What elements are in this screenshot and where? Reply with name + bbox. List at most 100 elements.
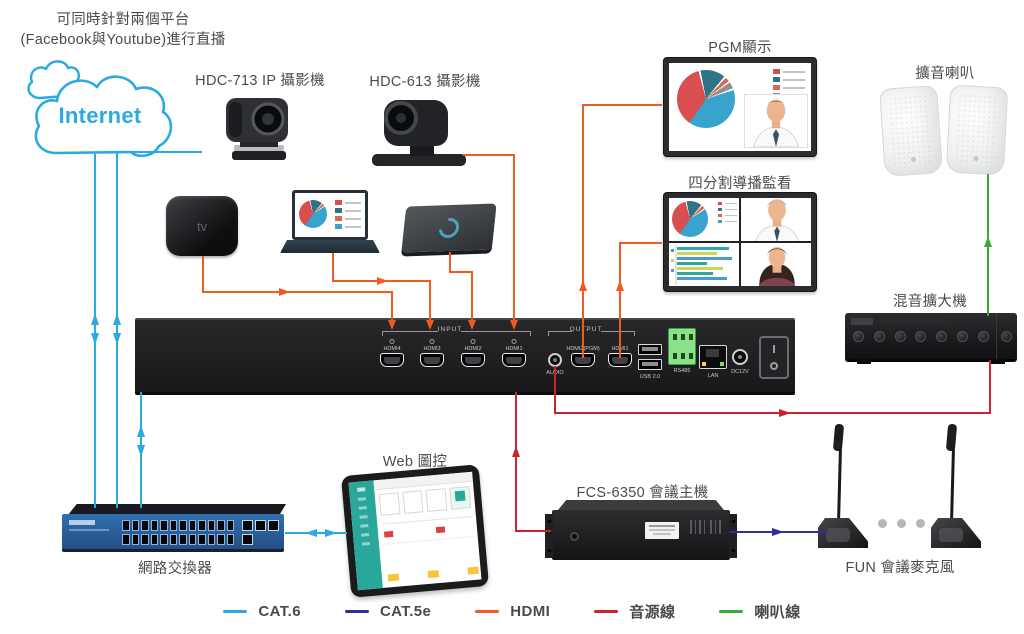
pgm-display — [663, 57, 817, 157]
switch-front-face — [62, 514, 284, 552]
conference-mics-label: FUN 會議麥克風 — [845, 560, 955, 576]
mixer-knobs — [853, 331, 989, 342]
hdmi-output-pgm-port — [571, 353, 595, 367]
lan-port — [699, 345, 727, 369]
internet-label: Internet — [58, 103, 142, 128]
legend-label: 喇叭線 — [754, 604, 801, 621]
switcher-output-section-label: OUTPUT — [569, 326, 603, 333]
output-port-label: HDMI1 — [611, 346, 629, 352]
ellipsis-dots — [878, 519, 925, 528]
laptop-pie-chart — [299, 200, 327, 228]
network-switch-label: 網路交換器 — [138, 561, 212, 577]
input-port-label: HDMI1 — [505, 346, 523, 352]
mixer-display — [879, 318, 949, 324]
quad-bar-chart — [671, 245, 732, 285]
conference-mic-right — [925, 423, 987, 550]
conference-host-front — [552, 510, 730, 560]
input-port-label: HDMI2 — [464, 346, 482, 352]
web-control-label: Web 圖控 — [382, 454, 448, 470]
legend-item-audio: 音源線 — [594, 601, 675, 622]
quad-cell-barchart — [669, 243, 739, 286]
output-port-label: HDMI2(PGM) — [566, 346, 600, 352]
switch-top-face — [68, 504, 286, 515]
presenter-man-icon — [752, 99, 800, 148]
rack-ear-left — [545, 514, 553, 558]
streaming-box-logo: tv — [196, 218, 208, 234]
annotation: 可同時針對兩個平台 (Facebook與Youtube)進行直播 — [8, 10, 238, 50]
encoder-box — [401, 203, 497, 253]
hdc613-label: HDC-613 攝影機 — [369, 74, 481, 90]
legend-label: CAT.6 — [258, 603, 301, 620]
legend-swatch — [344, 609, 369, 614]
hdc713-label: HDC-713 IP 攝影機 — [195, 73, 325, 89]
legend-label: HDMI — [510, 603, 551, 620]
hdc713-camera-icon — [226, 98, 288, 160]
web-ui-yellow-chip — [387, 573, 400, 582]
audio-port-label: AUDIO — [546, 370, 564, 376]
switch-rj45-ports — [122, 520, 238, 546]
host-knob — [570, 532, 579, 541]
laptop-chart-legend — [335, 200, 361, 229]
lan-label: LAN — [707, 373, 719, 379]
conference-host — [545, 498, 737, 564]
power-switch — [759, 336, 789, 379]
web-ui-content — [373, 471, 481, 588]
legend-label: 音源線 — [629, 604, 676, 621]
web-control-tablet — [340, 464, 490, 598]
hdmi-input-3-port — [420, 353, 444, 367]
rs485-label: RS485 — [673, 368, 691, 374]
web-ui-red-chip — [435, 526, 446, 534]
rs485-terminal — [668, 328, 696, 365]
laptop-keyboard — [280, 240, 380, 253]
input-port-label: HDMI3 — [423, 346, 441, 352]
usb-port-bottom — [638, 359, 662, 370]
annotation-line2: (Facebook與Youtube)進行直播 — [20, 32, 226, 48]
quad-cell-woman — [741, 243, 811, 286]
speakers-label: 擴音喇叭 — [915, 66, 975, 82]
legend-item-hdmi: HDMI — [475, 601, 550, 622]
legend-swatch — [475, 609, 500, 614]
speaker-left — [879, 85, 943, 177]
web-ui-red-chip — [383, 530, 394, 538]
usb-port-top — [638, 344, 662, 355]
legend-item-speaker: 喇叭線 — [719, 601, 800, 622]
laptop — [280, 188, 380, 254]
conference-host-label: FCS-6350 會議主機 — [576, 485, 709, 501]
pgm-pie-chart — [677, 70, 735, 128]
mixer-volume-knob — [1001, 331, 1012, 342]
switcher-input-section-label: INPUT — [437, 326, 463, 333]
mixer-label: 混音擴大機 — [893, 294, 967, 310]
hdc613-camera-icon — [372, 100, 466, 166]
rack-ear-right — [729, 514, 737, 558]
legend-item-cat5e: CAT.5e — [344, 601, 432, 622]
web-ui-source-cards — [378, 486, 472, 516]
video-switcher: INPUT OUTPUT HDMI4 HDMI3 HDMI2 HDMI1 AUD… — [135, 318, 795, 392]
host-display-sticker — [645, 522, 679, 539]
internet-cloud-icon — [27, 60, 173, 158]
quad-cell-pie — [669, 198, 739, 241]
legend-swatch — [594, 609, 619, 614]
audio-jack-port — [548, 353, 562, 367]
dc-power-jack — [732, 349, 748, 365]
usb-label: USB 2.0 — [639, 374, 661, 380]
laptop-screen — [292, 190, 368, 240]
quad-display-label: 四分割導播監看 — [688, 176, 792, 192]
quad-man-icon — [754, 199, 800, 241]
input-port-label: HDMI4 — [383, 346, 401, 352]
quad-screen — [669, 198, 811, 286]
switch-uplink-ports — [242, 520, 282, 546]
legend: CAT.6 CAT.5e HDMI 音源線 喇叭線 — [0, 601, 1024, 622]
mixer-brand-plate — [851, 318, 873, 325]
pgm-display-label: PGM顯示 — [708, 40, 772, 56]
host-vent-slots — [690, 520, 705, 534]
legend-swatch — [719, 609, 744, 614]
quad-woman-icon — [758, 246, 796, 286]
tablet-screen — [348, 471, 482, 591]
annotation-line1: 可同時針對兩個平台 — [56, 12, 190, 28]
mic-capsule — [945, 423, 958, 452]
legend-item-cat6: CAT.6 — [223, 601, 301, 622]
pgm-screen — [669, 63, 811, 151]
conference-mic-left — [812, 423, 874, 550]
legend-label: CAT.5e — [379, 603, 432, 620]
mic-capsule — [832, 423, 845, 452]
